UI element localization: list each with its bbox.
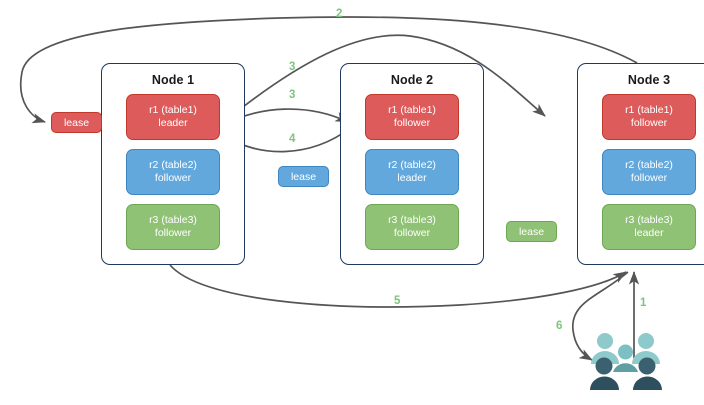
replica-name: r1 (table1) xyxy=(149,104,197,116)
replica-node1-r1[interactable]: r1 (table1) leader xyxy=(126,94,220,140)
replica-role: follower xyxy=(393,227,431,239)
replica-role: follower xyxy=(630,172,668,184)
node-title: Node 3 xyxy=(627,73,671,87)
edge-label-5: 5 xyxy=(394,295,401,307)
lease-badge-table2[interactable]: lease xyxy=(278,166,329,187)
edge-label-3-short: 3 xyxy=(289,89,296,101)
node-title: Node 1 xyxy=(151,73,195,87)
replica-role: follower xyxy=(630,117,668,129)
replica-role: follower xyxy=(154,172,192,184)
node-card-node2[interactable]: Node 2 r1 (table1) follower r2 (table2) … xyxy=(340,63,484,265)
replica-node1-r2[interactable]: r2 (table2) follower xyxy=(126,149,220,195)
replica-name: r2 (table2) xyxy=(625,159,673,171)
lease-badge-table3[interactable]: lease xyxy=(506,221,557,242)
replica-node3-r2[interactable]: r2 (table2) follower xyxy=(602,149,696,195)
node-title: Node 2 xyxy=(390,73,434,87)
replica-role: leader xyxy=(397,172,427,184)
replica-node2-r3[interactable]: r3 (table3) follower xyxy=(365,204,459,250)
edge-label-3-long: 3 xyxy=(289,61,296,73)
users-group-icon xyxy=(590,333,662,390)
edge-label-1: 1 xyxy=(640,297,647,309)
replica-name: r3 (table3) xyxy=(149,214,197,226)
edge-label-6: 6 xyxy=(556,320,563,332)
node-card-node1[interactable]: Node 1 r1 (table1) leader r2 (table2) fo… xyxy=(101,63,245,265)
replica-node2-r1[interactable]: r1 (table1) follower xyxy=(365,94,459,140)
replica-node3-r3[interactable]: r3 (table3) leader xyxy=(602,204,696,250)
replica-node2-r2[interactable]: r2 (table2) leader xyxy=(365,149,459,195)
lease-badge-table1[interactable]: lease xyxy=(51,112,102,133)
replica-role: follower xyxy=(393,117,431,129)
edge-label-4: 4 xyxy=(289,133,296,145)
replica-role: follower xyxy=(154,227,192,239)
replica-name: r2 (table2) xyxy=(149,159,197,171)
edge-label-2: 2 xyxy=(336,8,343,20)
node-card-node3[interactable]: Node 3 r1 (table1) follower r2 (table2) … xyxy=(577,63,704,265)
replica-node1-r3[interactable]: r3 (table3) follower xyxy=(126,204,220,250)
replica-name: r3 (table3) xyxy=(388,214,436,226)
replica-role: leader xyxy=(158,117,188,129)
replica-role: leader xyxy=(634,227,664,239)
replica-name: r1 (table1) xyxy=(388,104,436,116)
replica-name: r1 (table1) xyxy=(625,104,673,116)
replica-node3-r1[interactable]: r1 (table1) follower xyxy=(602,94,696,140)
replica-name: r2 (table2) xyxy=(388,159,436,171)
replica-name: r3 (table3) xyxy=(625,214,673,226)
